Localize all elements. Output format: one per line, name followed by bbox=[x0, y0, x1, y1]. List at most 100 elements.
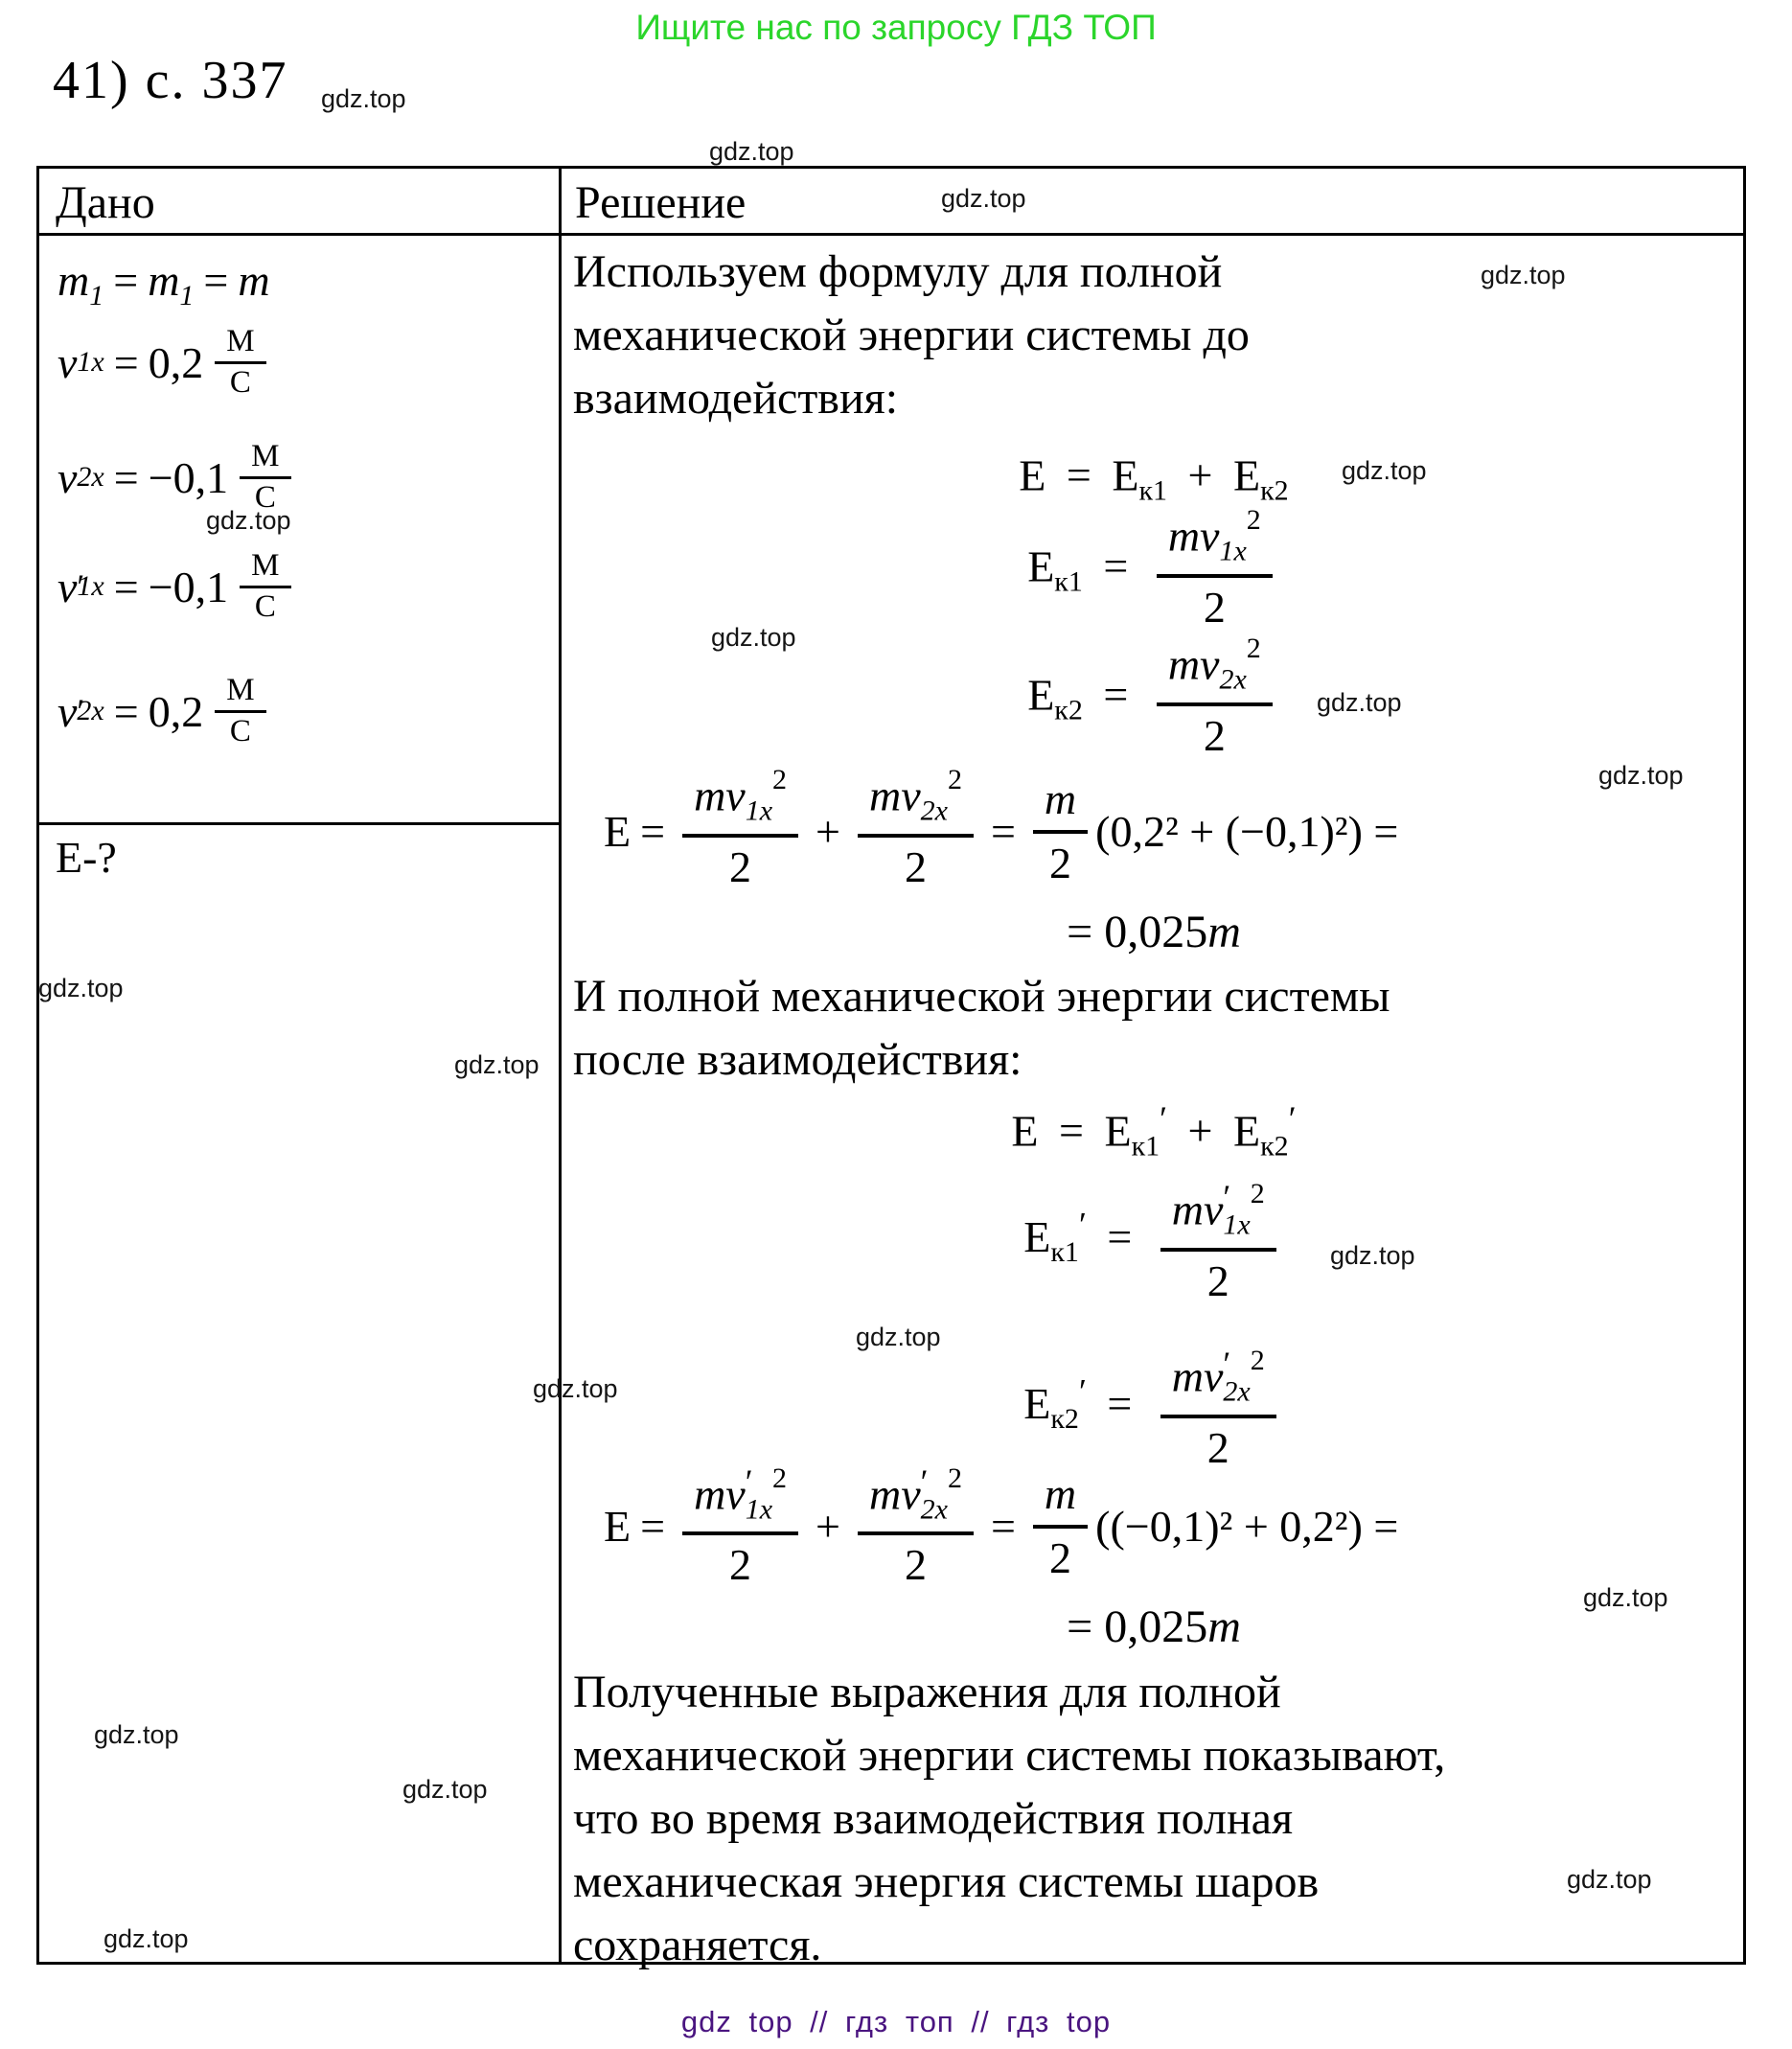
header-row-divider bbox=[36, 233, 1746, 236]
watermark: gdz.top bbox=[856, 1323, 941, 1351]
solution-text-line: после взаимодействия: bbox=[573, 1034, 1022, 1085]
watermark: gdz.top bbox=[941, 184, 1026, 213]
velocity-value: −0,1 bbox=[148, 452, 229, 502]
fraction-numerator: m bbox=[1032, 1468, 1089, 1529]
solution-text-line: механической энергии системы показывают, bbox=[573, 1730, 1446, 1781]
square-exponent: 2 bbox=[772, 764, 788, 796]
watermark: gdz.top bbox=[321, 84, 406, 113]
velocity-subscript: 2x bbox=[920, 1493, 948, 1526]
unit-denominator: С bbox=[254, 588, 276, 624]
velocity-subscript: 1x bbox=[745, 794, 773, 827]
watermark: gdz.top bbox=[1567, 1865, 1652, 1894]
mass-velocity: mv bbox=[1167, 639, 1220, 689]
fraction-denominator: 2 bbox=[729, 841, 752, 891]
watermark: gdz.top bbox=[1342, 456, 1427, 485]
prime-mark: ′ bbox=[1078, 1371, 1087, 1411]
fraction-denominator: 2 bbox=[1049, 839, 1072, 887]
fraction: m 2 bbox=[1032, 1468, 1089, 1583]
unit-numerator: М bbox=[215, 672, 266, 713]
energy-subscript: к1 bbox=[1131, 1130, 1160, 1163]
solution-text-line: Используем формулу для полной bbox=[573, 246, 1223, 297]
mass-subscript: 1 bbox=[179, 280, 195, 312]
fraction-numerator: mv′2x2 bbox=[857, 1462, 974, 1536]
fraction-denominator: 2 bbox=[729, 1540, 752, 1590]
energy-symbol: E bbox=[1112, 450, 1139, 500]
unit-denominator: С bbox=[254, 479, 276, 515]
formula-energy-after-expanded: E = mv′1x2 2 + mv′2x2 2 = m 2 ((−0,1)² +… bbox=[604, 1459, 1398, 1593]
fraction: mv2x2 2 bbox=[857, 764, 974, 892]
result-value: = 0,025 bbox=[1067, 907, 1208, 957]
promo-banner: Ищите нас по запросу ГДЗ ТОП bbox=[635, 8, 1157, 47]
equals-sign: = bbox=[203, 256, 229, 305]
formula-result-after: = 0,025m bbox=[562, 1600, 1746, 1653]
formula-kinetic-energy-1-after: Eк1′ = mv′1x2 2 bbox=[562, 1177, 1746, 1306]
mass-symbol: m bbox=[1207, 907, 1241, 957]
formula-tail: ((−0,1)² + 0,2²) = bbox=[1095, 1501, 1399, 1551]
square-exponent: 2 bbox=[1246, 504, 1261, 536]
formula-tail: (0,2² + (−0,1)²) = bbox=[1095, 806, 1399, 856]
fraction-numerator: mv2x2 bbox=[1156, 633, 1273, 706]
solution-header: Решение bbox=[575, 177, 747, 228]
mass-subscript: 1 bbox=[89, 280, 104, 312]
watermark: gdz.top bbox=[1481, 261, 1566, 289]
prime-mark: ′ bbox=[1078, 1205, 1087, 1244]
square-exponent: 2 bbox=[1246, 633, 1261, 664]
equals-sign: = bbox=[1103, 670, 1129, 720]
mass-velocity: mv bbox=[1171, 1185, 1224, 1234]
fraction-denominator: 2 bbox=[1206, 1255, 1229, 1305]
square-exponent: 2 bbox=[772, 1462, 788, 1494]
energy-symbol: E bbox=[604, 806, 632, 856]
equals-sign: = bbox=[113, 452, 139, 502]
fraction-numerator: mv′1x2 bbox=[1160, 1177, 1276, 1252]
energy-symbol: E bbox=[1233, 450, 1261, 500]
energy-symbol: E bbox=[1233, 1106, 1261, 1156]
watermark: gdz.top bbox=[709, 137, 794, 166]
mass-velocity: mv bbox=[1167, 511, 1220, 561]
mass-velocity: mv bbox=[1171, 1351, 1224, 1401]
fraction-denominator: 2 bbox=[904, 1540, 927, 1590]
equals-sign: = bbox=[113, 256, 139, 305]
fraction: m 2 bbox=[1032, 773, 1089, 888]
solution-text-line: сохраняется. bbox=[573, 1920, 822, 1970]
energy-symbol: E bbox=[1019, 450, 1046, 500]
unit-numerator: М bbox=[215, 323, 266, 364]
result-value: = 0,025 bbox=[1067, 1601, 1208, 1652]
equals-sign: = bbox=[1107, 1378, 1133, 1428]
energy-symbol: E bbox=[604, 1501, 632, 1551]
equals-sign: = bbox=[640, 806, 666, 856]
velocity-value: 0,2 bbox=[148, 337, 204, 387]
energy-symbol: E bbox=[1027, 670, 1055, 720]
equals-sign: = bbox=[1103, 541, 1129, 591]
velocity-subscript: 1x bbox=[77, 346, 104, 378]
mass-symbol: m bbox=[57, 256, 90, 305]
formula-total-energy-after: E = Eк1′ + Eк2′ bbox=[562, 1098, 1746, 1163]
energy-subscript: к1 bbox=[1050, 1236, 1079, 1269]
energy-subscript: к2 bbox=[1050, 1403, 1079, 1436]
velocity-symbol: v bbox=[57, 337, 78, 387]
fraction: mv′1x2 2 bbox=[1160, 1177, 1276, 1306]
fraction-numerator: mv2x2 bbox=[857, 764, 974, 838]
fraction: mv′2x2 2 bbox=[1160, 1344, 1276, 1473]
solution-text-line: И полной механической энергии системы bbox=[573, 971, 1390, 1022]
velocity-symbol: v bbox=[57, 562, 78, 611]
velocity-subscript: 2x bbox=[920, 794, 948, 827]
plus-sign: + bbox=[1187, 1106, 1213, 1156]
velocity-subscript: 1x bbox=[745, 1493, 773, 1526]
velocity-subscript: 1x bbox=[77, 570, 104, 602]
column-divider bbox=[559, 166, 562, 1965]
velocity-symbol: v bbox=[57, 452, 78, 502]
energy-symbol: E bbox=[1027, 541, 1055, 591]
footer-watermark: gdz top // гдз топ // гдз top bbox=[680, 2005, 1112, 2038]
velocity-subscript: 1x bbox=[1223, 1209, 1251, 1241]
formula-kinetic-energy-2-after: Eк2′ = mv′2x2 2 bbox=[562, 1344, 1746, 1473]
energy-symbol: E bbox=[1011, 1106, 1039, 1156]
formula-kinetic-energy-2: Eк2 = mv2x2 2 bbox=[562, 633, 1746, 761]
fraction-numerator: mv1x2 bbox=[682, 764, 799, 838]
plus-sign: + bbox=[1187, 450, 1213, 500]
solution-text-line: Полученные выражения для полной bbox=[573, 1667, 1281, 1717]
formula-total-energy-before: E = Eк1 + Eк2 bbox=[562, 443, 1746, 508]
